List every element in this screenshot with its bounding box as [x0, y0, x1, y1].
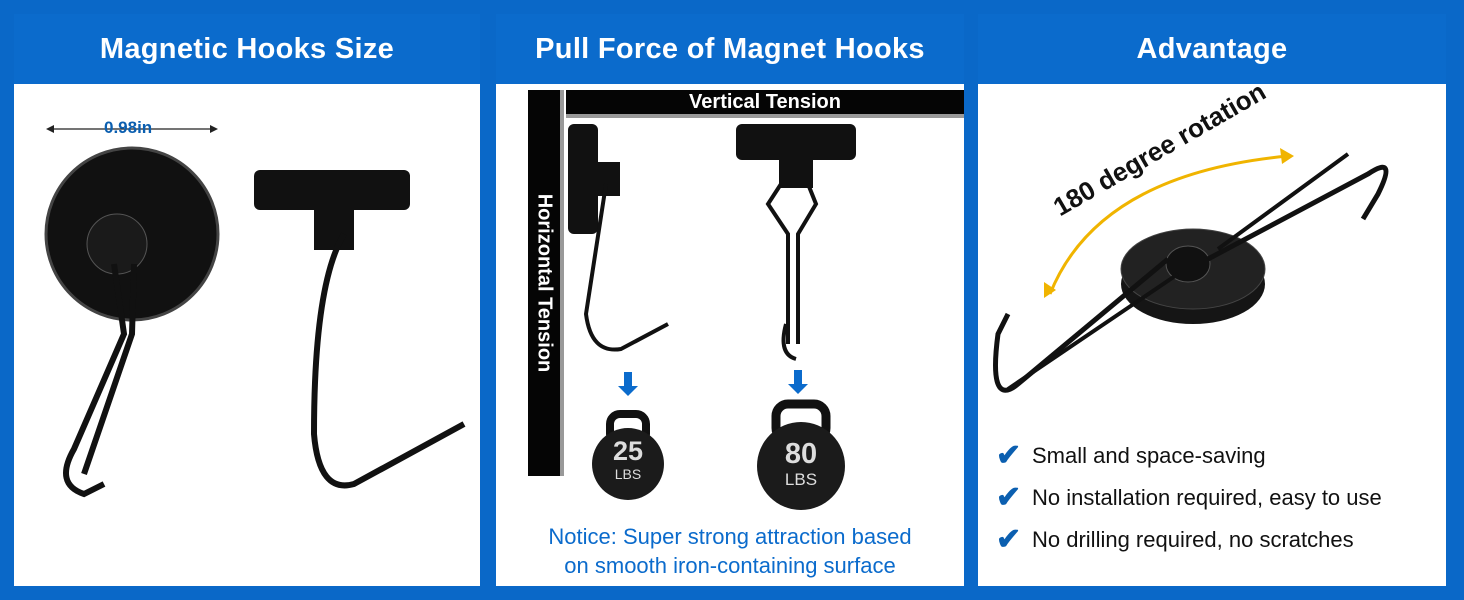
checkmark-icon: ✔ — [996, 523, 1022, 556]
feature-text: No drilling required, no scratches — [1032, 526, 1354, 552]
arrow-head-icon — [1044, 282, 1056, 298]
horizontal-tension-bar: Horizontal Tension — [528, 90, 564, 476]
pull-force-illustration — [568, 124, 856, 510]
down-arrow-icon — [788, 370, 808, 394]
weight-25-value: 25 — [612, 436, 644, 466]
dimension-label: 0.98in — [104, 118, 153, 137]
feature-item: ✔ Small and space-saving — [996, 438, 1266, 473]
notice-text: Notice: Super strong attraction based on… — [496, 522, 964, 580]
weight-80-unit: LBS — [784, 470, 818, 489]
pull-force-title: Pull Force of Magnet Hooks — [535, 32, 925, 65]
notice-line-1: Notice: Super strong attraction based — [548, 524, 912, 549]
notice-line-2: on smooth iron-containing surface — [564, 553, 896, 578]
advantage-panel: Advantage 180 degree rotation ✔Small and… — [978, 14, 1446, 586]
feature-item: ✔ No installation required, easy to use — [996, 480, 1382, 515]
advantage-title: Advantage — [1136, 32, 1288, 65]
arrow-head-icon — [1280, 148, 1294, 164]
weight-25-unit: LBS — [614, 466, 642, 482]
vertical-tension-label: Vertical Tension — [566, 90, 964, 118]
pull-force-panel: Pull Force of Magnet Hooks Vertical Tens… — [496, 14, 964, 586]
size-panel-title: Magnetic Hooks Size — [99, 32, 395, 65]
size-panel: Magnetic Hooks Size 0.98in — [14, 14, 480, 586]
hooks-illustration — [44, 125, 466, 498]
rotation-illustration — [993, 148, 1389, 393]
checkmark-icon: ✔ — [996, 439, 1022, 472]
feature-item: ✔ No drilling required, no scratches — [996, 522, 1354, 557]
weight-80-value: 80 — [784, 438, 818, 470]
down-arrow-icon — [618, 372, 638, 396]
feature-text: No installation required, easy to use — [1032, 484, 1382, 510]
feature-text: Small and space-saving — [1032, 442, 1266, 468]
checkmark-icon: ✔ — [996, 481, 1022, 514]
